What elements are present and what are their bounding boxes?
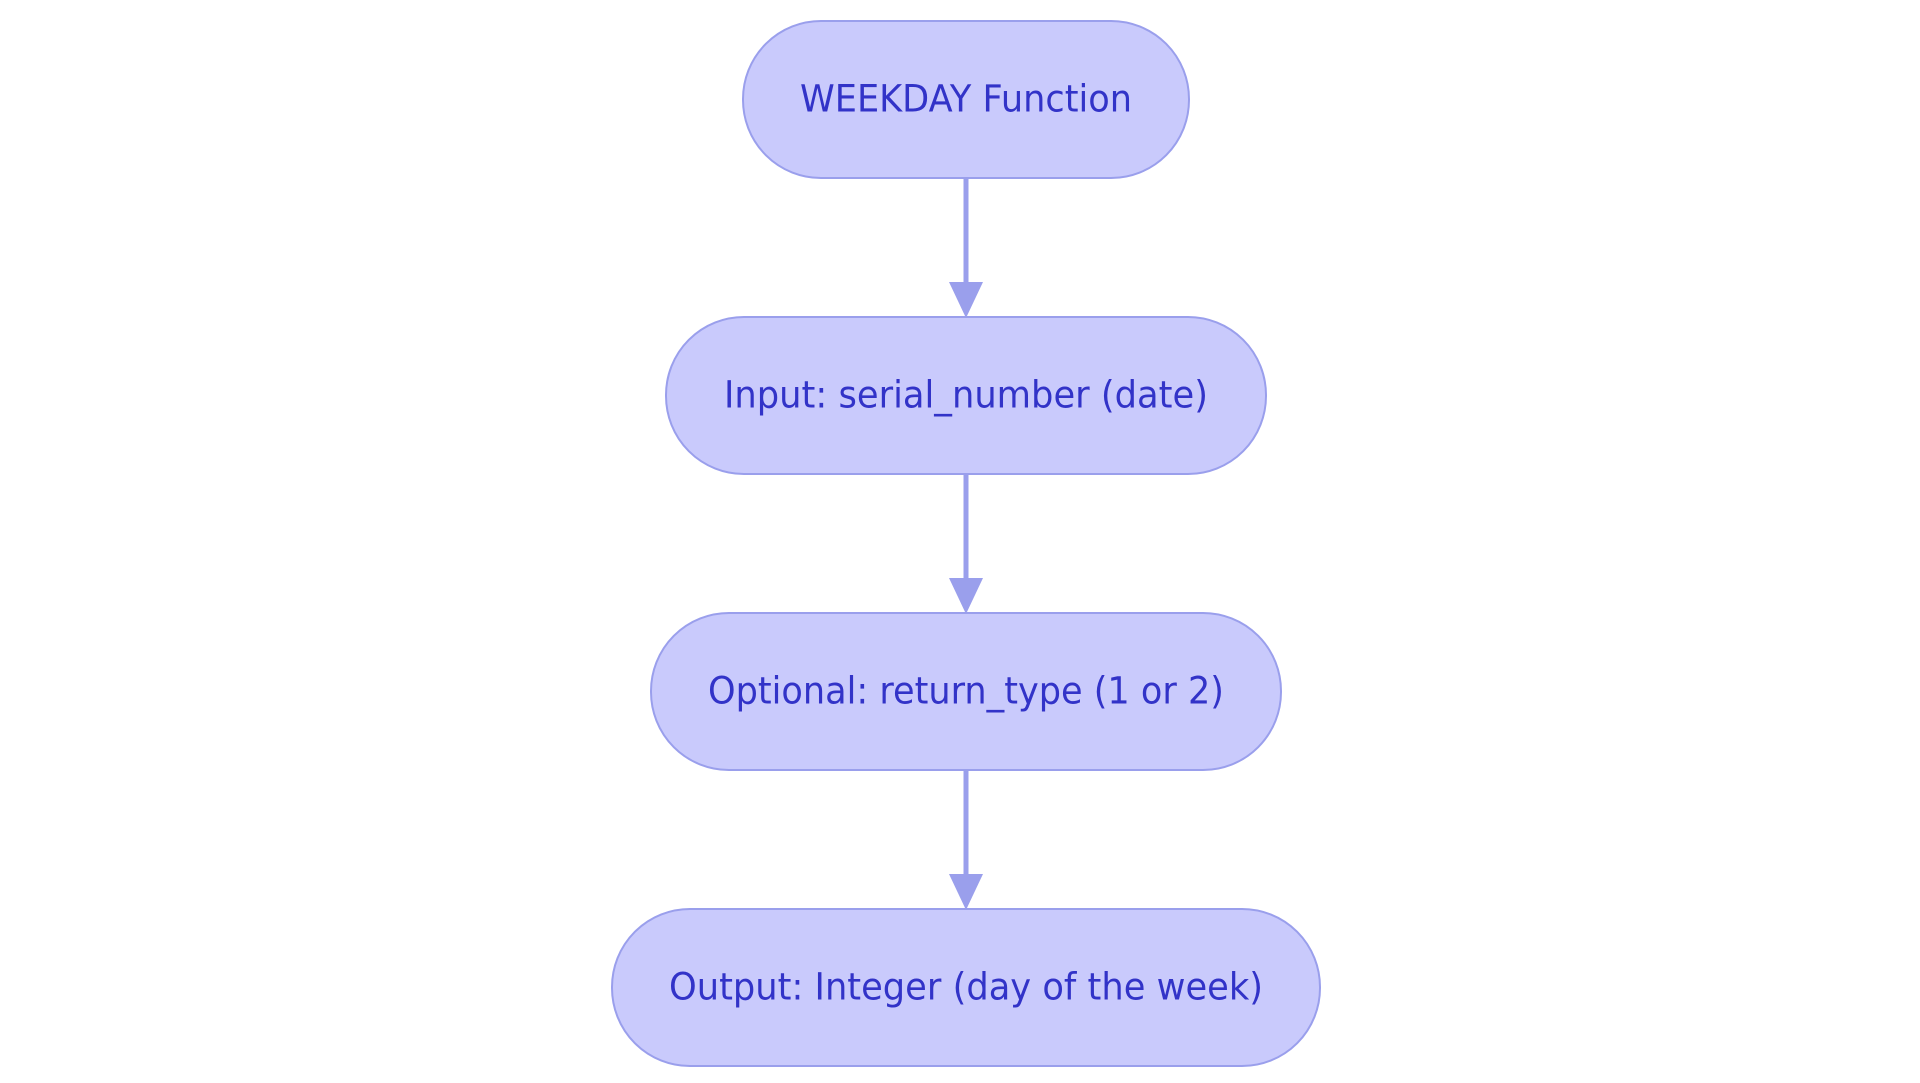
edge-optional-to-output <box>949 770 983 910</box>
node-output-integer-label: Output: Integer (day of the week) <box>669 966 1263 1009</box>
node-input-serial-number-label: Input: serial_number (date) <box>724 374 1208 417</box>
edge-input-to-optional <box>949 474 983 614</box>
node-weekday-function-label: WEEKDAY Function <box>800 78 1132 121</box>
node-optional-return-type: Optional: return_type (1 or 2) <box>650 612 1282 771</box>
edge-weekday-to-input <box>949 178 983 318</box>
node-optional-return-type-label: Optional: return_type (1 or 2) <box>708 670 1224 713</box>
node-input-serial-number: Input: serial_number (date) <box>665 316 1267 475</box>
node-output-integer: Output: Integer (day of the week) <box>611 908 1321 1067</box>
node-weekday-function: WEEKDAY Function <box>742 20 1190 179</box>
